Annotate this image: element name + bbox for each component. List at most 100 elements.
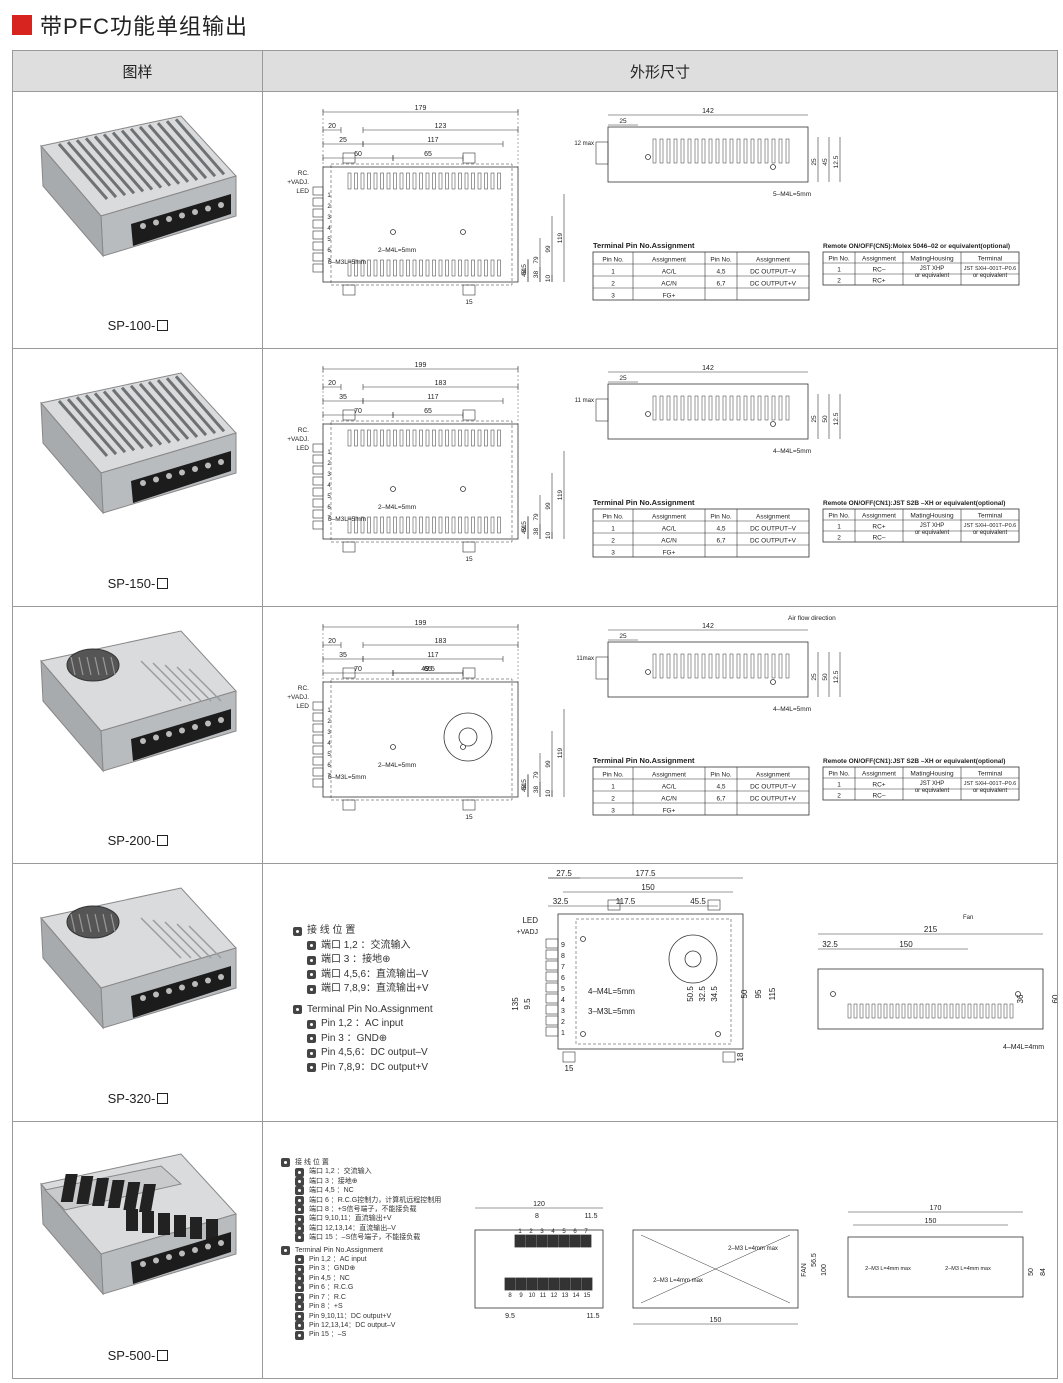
side-height-2: 12.5 bbox=[833, 670, 840, 683]
side-mid: 150 bbox=[899, 940, 913, 949]
side-height-1: 50 bbox=[822, 673, 829, 681]
model-suffix-box-icon bbox=[157, 320, 169, 331]
remote-table-cell: Pin No. bbox=[828, 771, 850, 778]
remote-table-title: Remote ON/OFF(CN1):JST S2B –XH or equiva… bbox=[823, 758, 1005, 765]
notes-cn-item: 端口 6 ：R.C.G控制力，计算机远程控制用 bbox=[281, 1195, 441, 1205]
terminal-table-cell: DC OUTPUT+V bbox=[750, 281, 797, 288]
gear-icon bbox=[295, 1292, 304, 1302]
pin-number: 7 bbox=[584, 1229, 588, 1235]
top-dim-0: 27.5 bbox=[556, 869, 572, 878]
max-dim: 11max bbox=[576, 656, 594, 662]
terminal-table-cell: 1 bbox=[611, 526, 615, 533]
terminal-table-cell: DC OUTPUT+V bbox=[750, 538, 797, 545]
gear-icon bbox=[307, 1019, 316, 1029]
pin-number-6: 6 bbox=[327, 248, 331, 254]
pin-number: 15 bbox=[584, 1293, 591, 1299]
terminal-table-cell: FG+ bbox=[663, 293, 676, 300]
right-dim-0: 51 bbox=[521, 782, 528, 790]
product-photo-5 bbox=[40, 1153, 237, 1296]
bottom-dim: 15 bbox=[465, 556, 473, 563]
product-row: SP-320-接 线 位 置端口 1,2 ：交流输入端口 3 ：接地⊕端口 4,… bbox=[12, 863, 1058, 1122]
remote-table-cell: RC– bbox=[872, 267, 885, 274]
top-dim-3: 123 bbox=[435, 123, 447, 130]
header-image: 图样 bbox=[12, 50, 263, 92]
right-dim-5: 38 bbox=[533, 271, 540, 279]
notes-cn-title-text: 接 线 位 置 bbox=[295, 1159, 329, 1166]
remote-table-title: Remote ON/OFF(CN5):Molex 5046–02 or equi… bbox=[823, 243, 1010, 250]
side-offset: 25 bbox=[619, 633, 627, 640]
notes-cn-item: 端口 1,2 ：交流输入 bbox=[293, 939, 433, 954]
remote-table-cell: RC+ bbox=[872, 278, 885, 285]
view-a-width: 120 bbox=[533, 1201, 545, 1208]
pin-number: 9 bbox=[561, 942, 565, 949]
remote-table-title: Remote ON/OFF(CN1):JST S2B –XH or equiva… bbox=[823, 500, 1005, 507]
right-dim-0: 51 bbox=[521, 524, 528, 532]
remote-table bbox=[822, 251, 1020, 286]
terminal-table-cell: AC/N bbox=[661, 796, 677, 803]
terminal-table-cell: AC/L bbox=[662, 526, 677, 533]
top-dim-6: 65 bbox=[424, 151, 432, 158]
terminal-label-2: LED bbox=[296, 188, 309, 195]
model-suffix-box-icon bbox=[157, 578, 169, 589]
right-dim-3: 119 bbox=[557, 747, 564, 758]
remote-terminal: JST SXH–001T–P0.6 bbox=[964, 523, 1016, 529]
side-hole-note: 4–M4L=5mm bbox=[773, 448, 811, 455]
pin-number: 6 bbox=[561, 975, 565, 982]
notes-en-item-text: Pin 3 ：GND⊕ bbox=[321, 1032, 388, 1044]
top-dim-7: 49.5 bbox=[421, 666, 435, 673]
terminal-table-cell: Assignment bbox=[652, 514, 686, 521]
terminal-label-2: LED bbox=[296, 703, 309, 710]
max-dim: 11 max bbox=[575, 398, 594, 404]
terminal-table-cell: 2 bbox=[611, 796, 615, 803]
right-dim-1: 79 bbox=[533, 256, 540, 264]
remote-mating-alt: or equivalent bbox=[915, 273, 950, 279]
pin-number-7: 7 bbox=[327, 516, 331, 522]
notes-en-item-text: Pin 7 ：R.C bbox=[309, 1293, 346, 1301]
remote-table-cell: Assignment bbox=[862, 513, 896, 520]
notes-cn-item: 端口 8 ：+S信号端子，不能接负载 bbox=[281, 1205, 441, 1215]
terminal-table-cell: 3 bbox=[611, 550, 615, 557]
terminal-label-1: +VADJ. bbox=[287, 179, 309, 186]
remote-mating-alt: or equivalent bbox=[915, 788, 950, 794]
notes-cn-item: 端口 4,5,6：直流输出–V bbox=[293, 968, 433, 983]
terminal-table-cell: 1 bbox=[611, 269, 615, 276]
top-dim-2: 25 bbox=[339, 137, 347, 144]
pin-number: 2 bbox=[561, 1019, 565, 1026]
pin-number-4: 4 bbox=[327, 226, 331, 232]
top-dim-2: 150 bbox=[641, 883, 655, 892]
pin-number: 6 bbox=[573, 1229, 577, 1235]
pin-number: 12 bbox=[551, 1293, 558, 1299]
notes-en-item-text: Pin 1,2 ：AC input bbox=[321, 1018, 404, 1029]
right-dim-2: 99 bbox=[545, 502, 552, 510]
view-b-width: 150 bbox=[710, 1317, 722, 1324]
top-dim-1: 20 bbox=[328, 123, 336, 130]
view-c-hole-a: 2–M3 L=4mm max bbox=[865, 1266, 911, 1272]
notes-en-item: Pin 4,5 ：NC bbox=[281, 1274, 441, 1284]
side-height-1: 50 bbox=[822, 415, 829, 423]
pin-number: 1 bbox=[561, 1030, 565, 1037]
notes-cn-item: 端口 3 ：接地⊕ bbox=[293, 953, 433, 968]
pin-number: 3 bbox=[540, 1229, 544, 1235]
pin-number-7: 7 bbox=[327, 259, 331, 265]
terminal-table-cell: FG+ bbox=[663, 808, 676, 815]
top-dim-1: 177.5 bbox=[635, 869, 656, 878]
notes-en-item: Pin 8 ：+S bbox=[281, 1302, 441, 1312]
notes-en-item: Pin 7 ：R.C bbox=[281, 1292, 441, 1302]
hole-note-a: 2–M4L=5mm bbox=[378, 247, 416, 254]
side-hole-note: 4–M4L=5mm bbox=[773, 706, 811, 713]
hole-note-b: 5–M3L=5mm bbox=[328, 259, 366, 266]
pin-number: 5 bbox=[561, 986, 565, 993]
top-dim-1: 20 bbox=[328, 380, 336, 387]
remote-table-cell: RC– bbox=[872, 535, 885, 542]
terminal-table-cell: DC OUTPUT–V bbox=[750, 784, 797, 791]
terminal-table-cell: 1 bbox=[611, 784, 615, 791]
pin-number: 4 bbox=[551, 1229, 555, 1235]
wiring-notes-4: 接 线 位 置端口 1,2 ：交流输入端口 3 ：接地⊕端口 4,5,6：直流输… bbox=[293, 924, 433, 1075]
pin-number: 8 bbox=[508, 1293, 512, 1299]
terminal-table-cell: 4,5 bbox=[716, 784, 725, 791]
product-photo-1 bbox=[40, 115, 237, 258]
